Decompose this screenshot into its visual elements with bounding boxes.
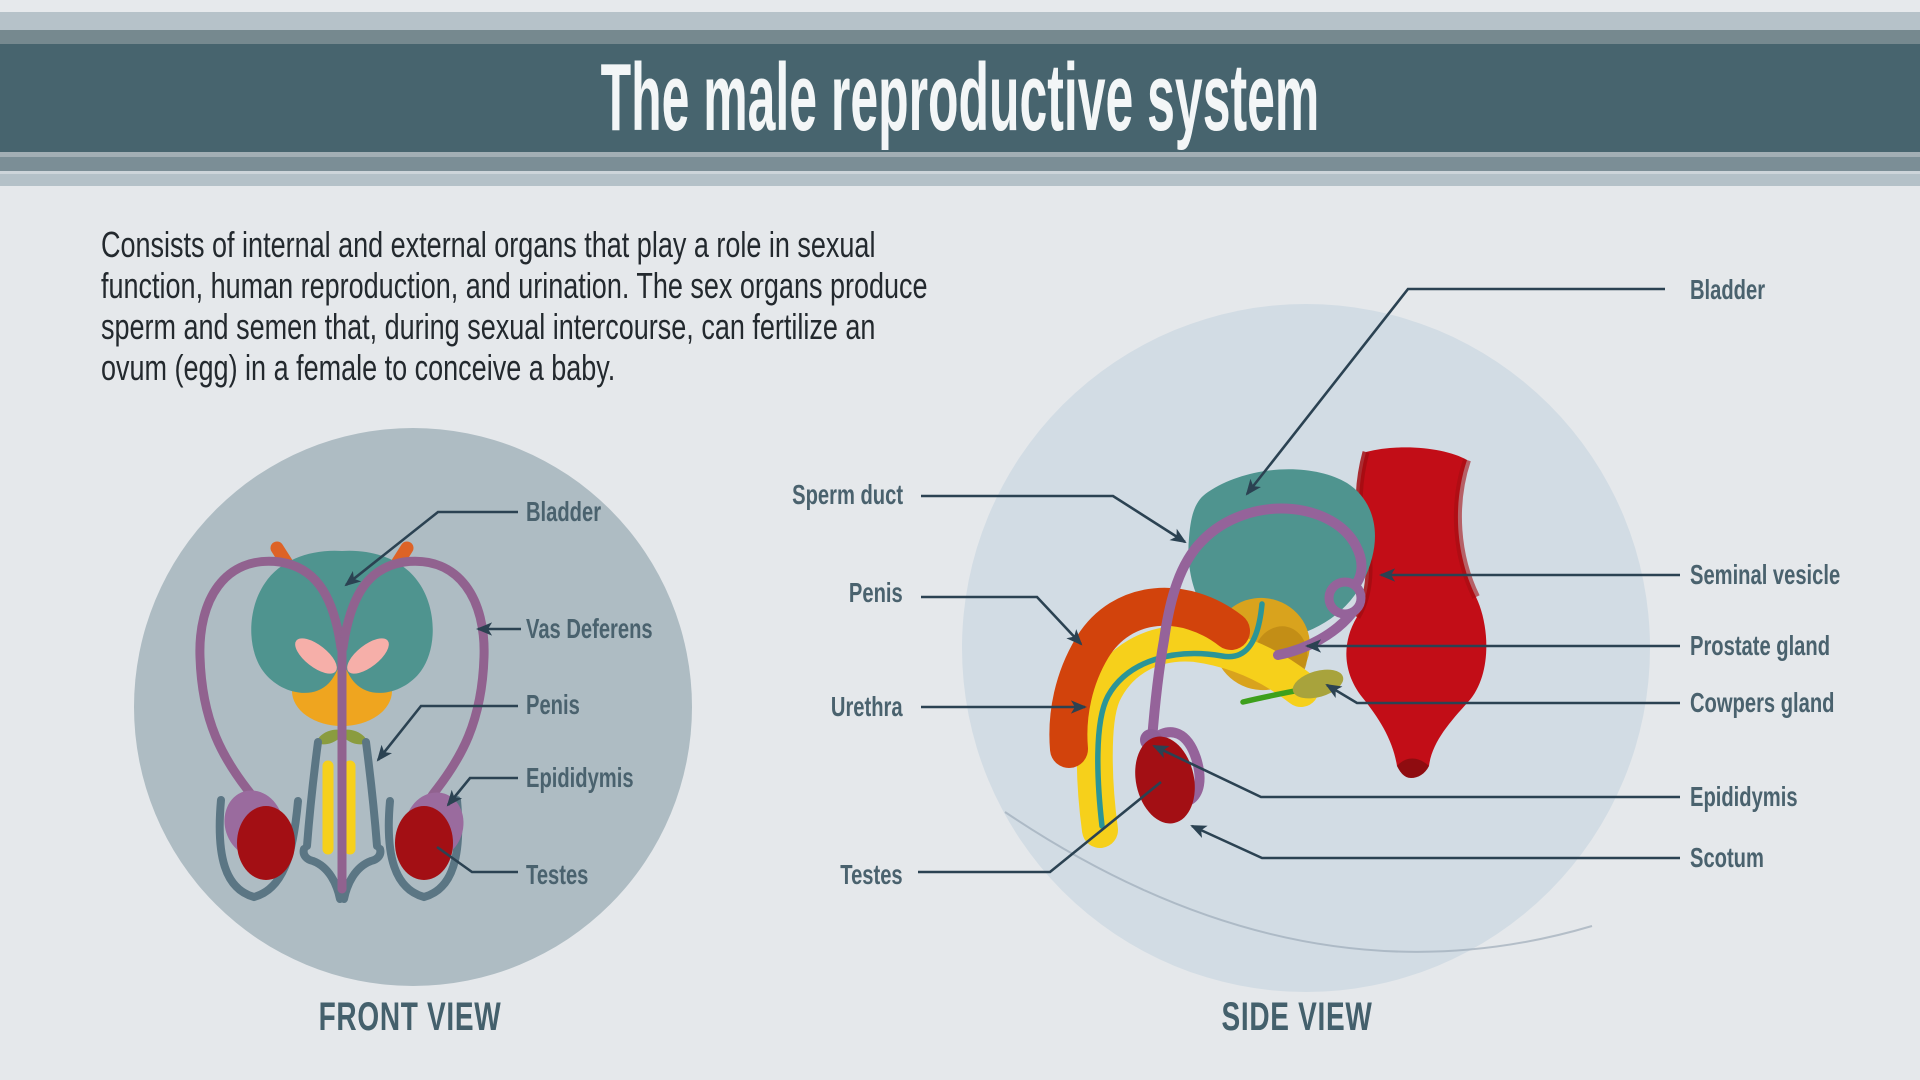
sperm-duct-shape: [1147, 503, 1367, 805]
front-view-circle: [134, 428, 692, 986]
side-label-seminal-vesicle: Seminal vesicle: [1690, 559, 1841, 590]
side-view-diagram: [962, 304, 1650, 992]
seminal-vesicle-front-right: [347, 638, 389, 674]
bladder-front-shape: [251, 550, 433, 693]
side-view-caption: SIDE VIEW: [1221, 995, 1373, 1039]
gland-leaf-left: [317, 729, 343, 745]
gland-leaf-right: [341, 729, 367, 745]
rectum-shade-tip: [1397, 758, 1429, 778]
side-label-urethra: Urethra: [831, 691, 903, 722]
bottom-stripe-1: [0, 152, 1920, 157]
top-stripe-1: [0, 0, 1920, 12]
front-label-testes: Testes: [526, 859, 589, 890]
top-stripe-3: [0, 30, 1920, 44]
front-view-caption: FRONT VIEW: [318, 995, 502, 1039]
side-label-sperm-duct: Sperm duct: [792, 479, 903, 510]
side-label-penis: Penis: [849, 577, 903, 608]
testis-front-right: [395, 806, 453, 880]
top-stripe-2: [0, 12, 1920, 30]
page-title: The male reproductive system: [600, 44, 1320, 151]
side-label-bladder: Bladder: [1690, 274, 1766, 305]
side-view-circle-accent-arc: [1004, 811, 1593, 953]
penis-outer-shape: [1049, 587, 1250, 768]
rectum-shade-right: [1453, 458, 1480, 599]
title-bar: The male reproductive system: [0, 44, 1920, 152]
leader-side-scrotum: [1190, 824, 1680, 860]
side-label-cowpers-gland: Cowpers gland: [1690, 687, 1835, 718]
penis-inner-shape: [1076, 625, 1319, 848]
side-label-testes: Testes: [840, 859, 903, 890]
leader-side-sperm-duct: [921, 494, 1187, 544]
front-label-vas-deferens: Vas Deferens: [526, 613, 653, 644]
side-label-epididymis: Epididymis: [1690, 781, 1798, 812]
urethra-side-line: [1095, 601, 1265, 829]
leader-side-penis: [921, 595, 1083, 646]
leader-side-bladder: [1245, 287, 1665, 496]
bottom-stripe-2: [0, 157, 1920, 171]
leader-front-penis: [376, 704, 518, 762]
front-view-diagram: [134, 428, 692, 986]
vas-deferens-tubes: [195, 556, 489, 894]
rectum-shape: [1346, 447, 1487, 771]
leader-front-bladder: [344, 510, 518, 587]
side-label-prostate-gland: Prostate gland: [1690, 630, 1831, 661]
front-label-epididymis: Epididymis: [526, 762, 634, 793]
bottom-stripe-3: [0, 171, 1920, 174]
leader-side-epididymis: [1152, 744, 1680, 799]
bottom-stripe-4: [0, 174, 1920, 186]
front-label-bladder: Bladder: [526, 496, 602, 527]
leader-side-testes: [918, 780, 1162, 874]
testis-front-left: [237, 806, 295, 880]
front-label-penis: Penis: [526, 689, 580, 720]
leader-front-testes: [436, 845, 518, 874]
leader-side-cowpers: [1325, 683, 1680, 705]
intro-paragraph: Consists of internal and external organs…: [101, 224, 928, 388]
seminal-vesicle-front-left: [295, 638, 337, 674]
leader-lines: [344, 287, 1680, 874]
leader-front-epididymis: [446, 776, 518, 807]
side-label-scrotum: Scotum: [1690, 842, 1764, 873]
